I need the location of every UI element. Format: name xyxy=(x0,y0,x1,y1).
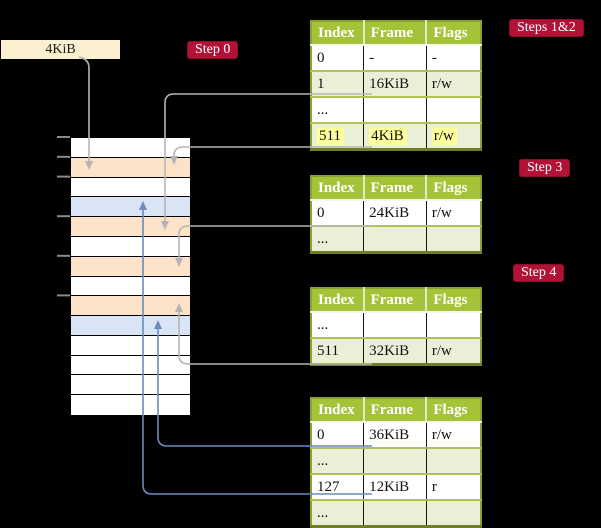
table-row-highlighted: 511 4KiB r/w xyxy=(311,122,481,150)
memory-row-blue xyxy=(71,316,190,336)
page-table-step-4-upper: Index Frame Flags ... 511 32KiB r/w xyxy=(310,287,482,366)
column-header-index: Index xyxy=(311,21,364,46)
flags-cell: r xyxy=(431,478,437,495)
table-row: ... xyxy=(311,96,481,123)
memory-row-white xyxy=(71,375,190,396)
memory-row-white xyxy=(71,395,190,415)
memory-row-white xyxy=(71,177,190,198)
index-cell: 1 xyxy=(317,75,325,92)
flags-cell: r/w xyxy=(431,127,457,145)
physical-memory-column xyxy=(70,137,191,416)
table-row: 511 32KiB r/w xyxy=(311,337,481,365)
column-header-flags: Flags xyxy=(425,288,481,313)
index-cell: 0 xyxy=(317,426,325,443)
index-cell: 0 xyxy=(317,204,325,221)
table-header-row: Index Frame Flags xyxy=(311,398,481,423)
index-cell: ... xyxy=(317,452,329,469)
table-row: 0 36KiB r/w xyxy=(311,422,481,448)
frame-cell: 32KiB xyxy=(369,342,410,359)
column-header-index: Index xyxy=(311,288,364,313)
frame-cell: - xyxy=(369,49,375,66)
memory-row-white xyxy=(71,276,190,297)
index-cell: ... xyxy=(317,504,329,521)
steps-1-2-label: Steps 1&2 xyxy=(509,19,584,37)
frame-cell: 24KiB xyxy=(369,204,410,221)
memory-row-white xyxy=(71,355,190,376)
column-header-frame: Frame xyxy=(362,21,427,46)
column-header-frame: Frame xyxy=(362,176,427,201)
index-cell: ... xyxy=(317,230,329,247)
index-cell: ... xyxy=(317,101,329,118)
column-header-frame: Frame xyxy=(362,288,427,313)
table-row: ... xyxy=(311,312,481,338)
address-ticks xyxy=(57,136,70,297)
table-row: ... xyxy=(311,499,481,527)
table-header-row: Index Frame Flags xyxy=(311,176,481,201)
index-cell: 511 xyxy=(317,127,344,145)
table-row: 0 24KiB r/w xyxy=(311,200,481,226)
table-row: ... xyxy=(311,447,481,474)
table-header-row: Index Frame Flags xyxy=(311,288,481,313)
flags-cell: r/w xyxy=(431,342,452,359)
table-row: ... xyxy=(311,225,481,253)
flags-cell: - xyxy=(431,49,437,66)
frame-cell: 4KiB xyxy=(369,127,407,145)
page-table-step-4-lower: Index Frame Flags 0 36KiB r/w ... 127 12… xyxy=(310,397,482,528)
column-header-flags: Flags xyxy=(425,176,481,201)
step-3-label: Step 3 xyxy=(519,159,571,177)
memory-row-blue xyxy=(71,197,190,218)
table-row: 127 12KiB r xyxy=(311,473,481,500)
step-0-label: Step 0 xyxy=(187,41,239,59)
frame-address-label: 4KiB xyxy=(1,40,120,59)
table-header-row: Index Frame Flags xyxy=(311,21,481,46)
flags-cell: r/w xyxy=(431,204,452,221)
frame-cell: 12KiB xyxy=(369,478,410,495)
frame-cell: 36KiB xyxy=(369,426,410,443)
flags-cell: r/w xyxy=(431,75,452,92)
table-row: 0 - - xyxy=(311,45,481,71)
flags-cell: r/w xyxy=(431,426,452,443)
column-header-flags: Flags xyxy=(425,21,481,46)
column-header-index: Index xyxy=(311,176,364,201)
memory-row-white xyxy=(71,138,190,158)
memory-row-white xyxy=(71,335,190,356)
page-table-step-3: Index Frame Flags 0 24KiB r/w ... xyxy=(310,175,482,254)
memory-row-orange xyxy=(71,157,190,178)
column-header-index: Index xyxy=(311,398,364,423)
index-cell: 0 xyxy=(317,49,325,66)
column-header-frame: Frame xyxy=(362,398,427,423)
step-4-label: Step 4 xyxy=(513,264,565,282)
memory-row-orange xyxy=(71,296,190,317)
frame-cell: 16KiB xyxy=(369,75,410,92)
index-cell: 511 xyxy=(317,342,339,359)
memory-row-white xyxy=(71,236,190,257)
table-row: 1 16KiB r/w xyxy=(311,70,481,97)
index-cell: 127 xyxy=(317,478,340,495)
page-table-steps-1-2: Index Frame Flags 0 - - 1 16KiB r/w ... … xyxy=(310,20,482,151)
column-header-flags: Flags xyxy=(425,398,481,423)
memory-row-orange xyxy=(71,217,190,237)
index-cell: ... xyxy=(317,316,329,333)
memory-row-orange xyxy=(71,256,190,277)
